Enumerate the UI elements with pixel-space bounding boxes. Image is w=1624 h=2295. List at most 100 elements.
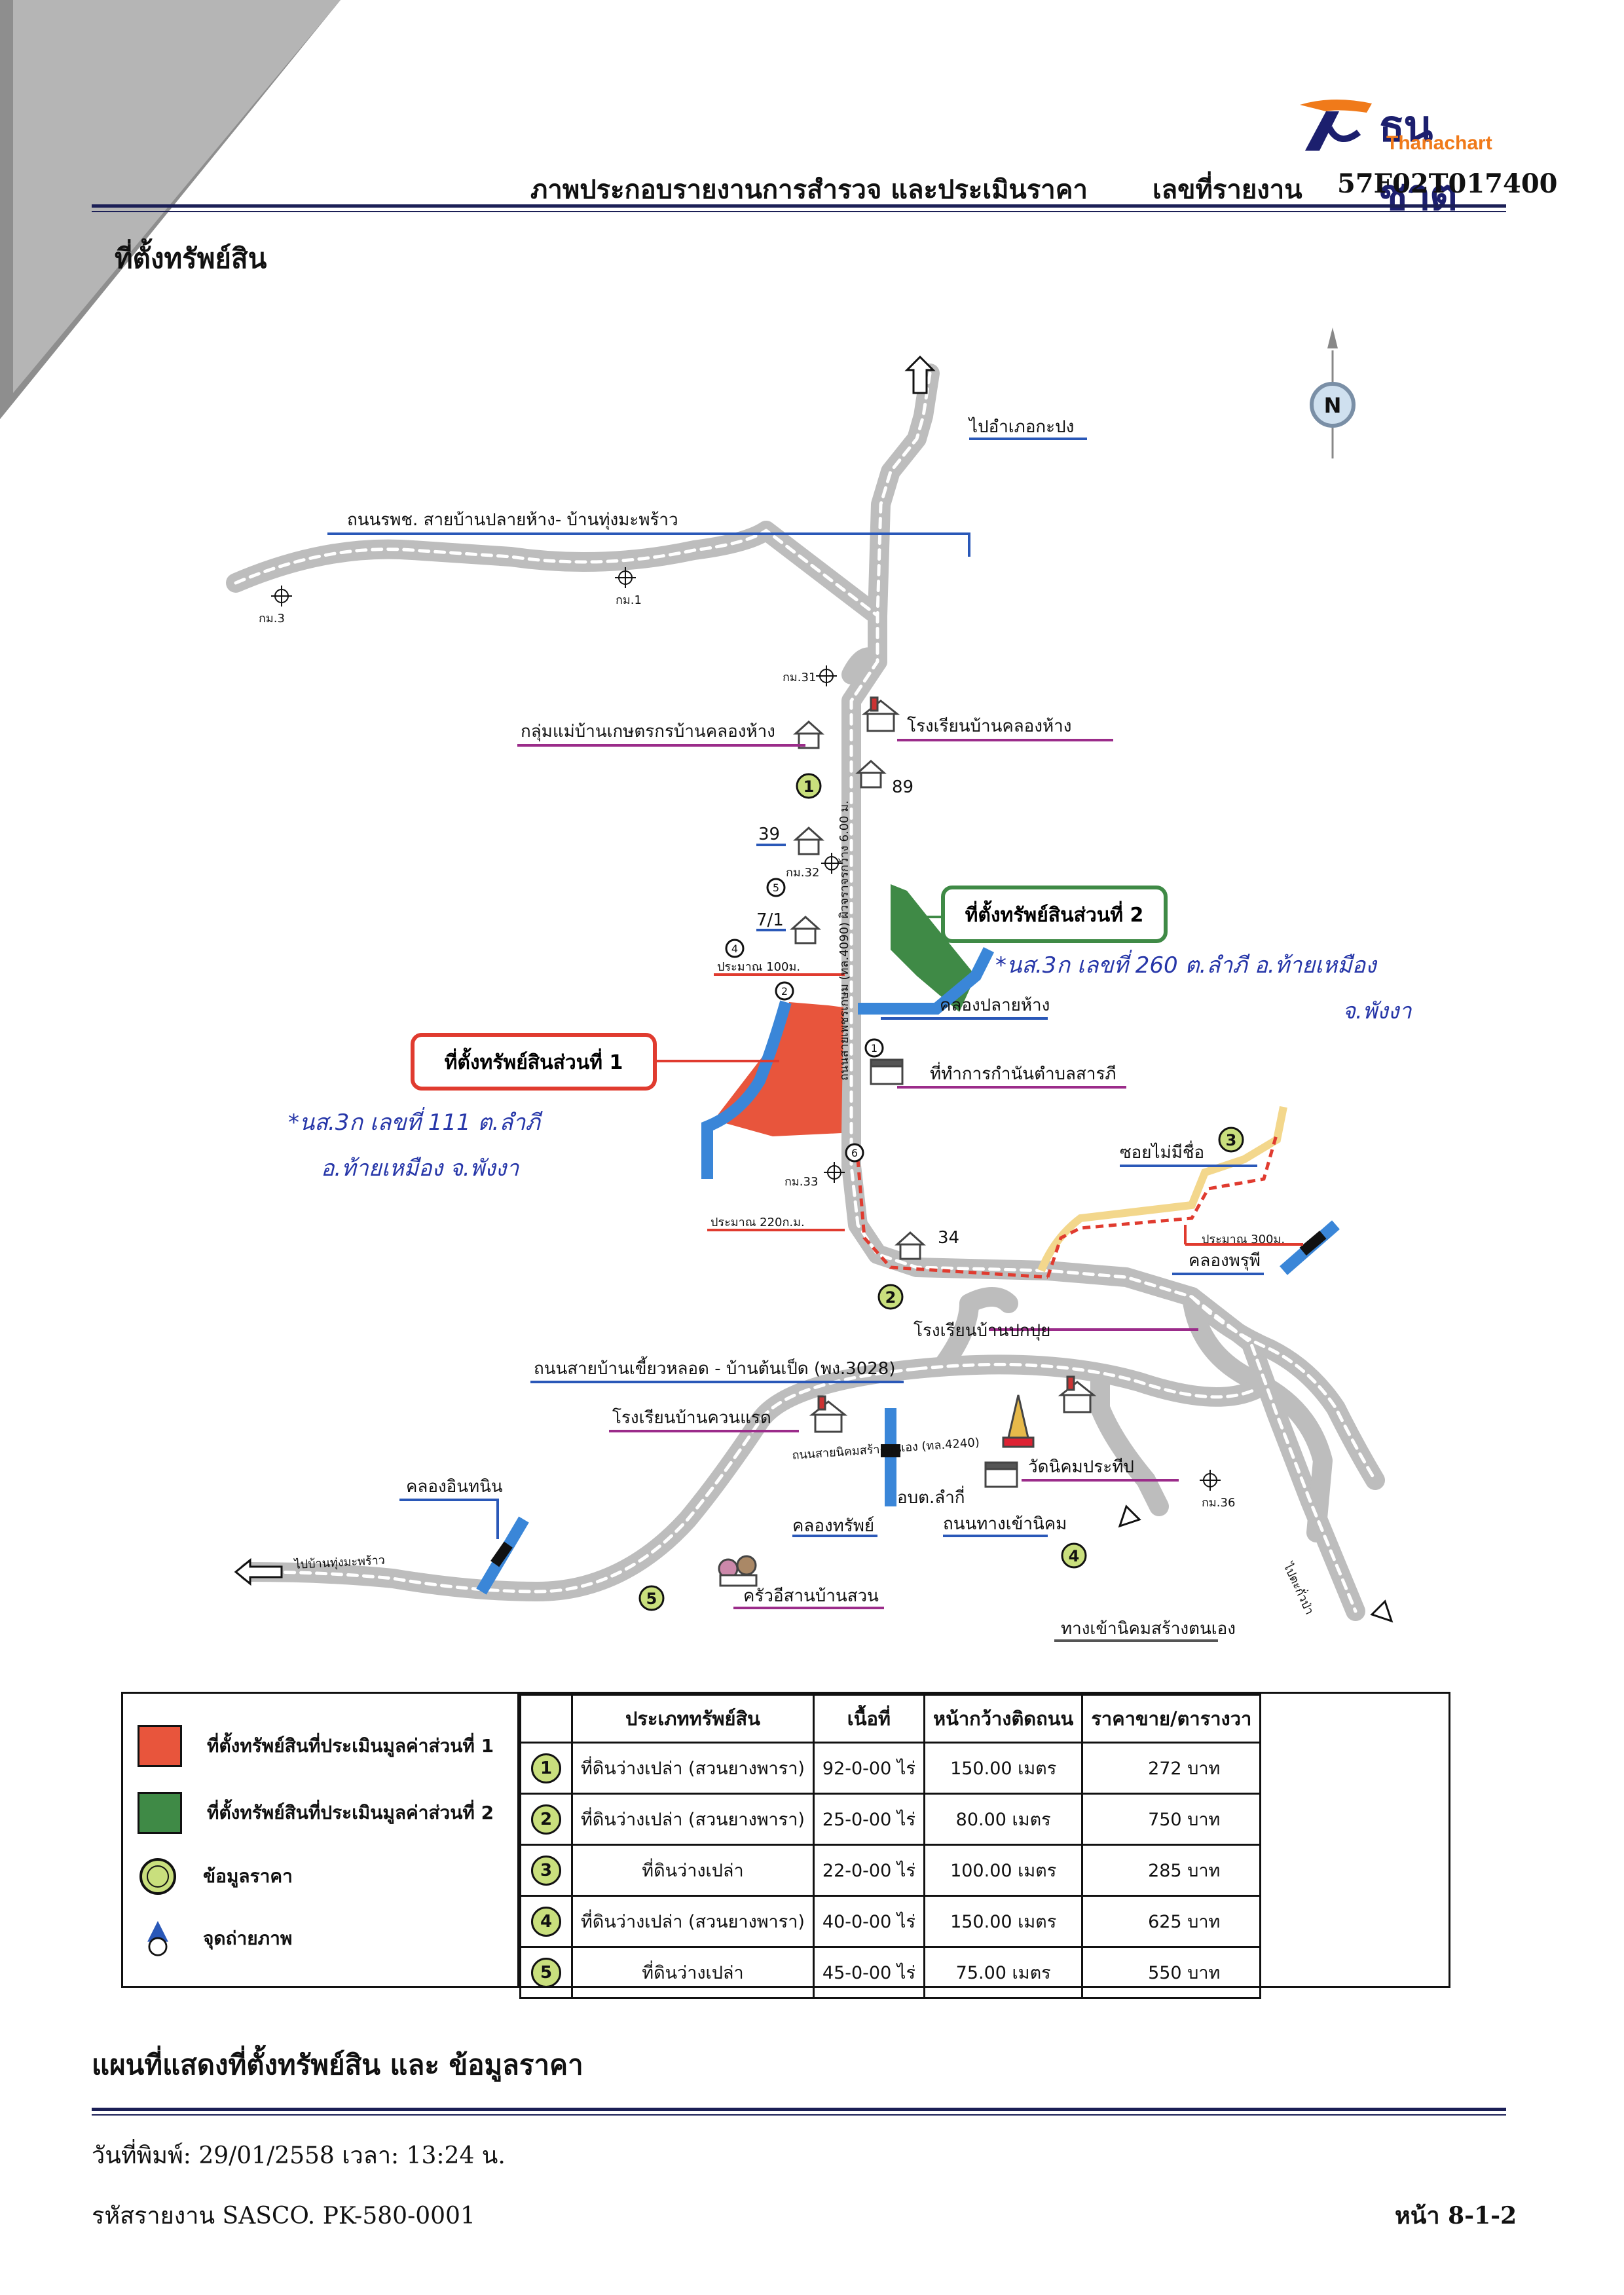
cell-frontage: 80.00 เมตร <box>923 1793 1084 1846</box>
header-rule-thin <box>92 211 1506 212</box>
school-icon <box>861 696 900 732</box>
label-school-khuanraet: โรงเรียนบ้านควนแรด <box>612 1408 771 1428</box>
camera-point-icon <box>147 1920 168 1956</box>
distance-route-300m <box>1046 1132 1279 1278</box>
direction-arrows <box>234 355 1393 1623</box>
nameless-soi <box>1037 1106 1287 1273</box>
label-house-89: 89 <box>892 777 913 797</box>
office-icon <box>870 1058 904 1085</box>
col-frontage: หน้ากว้างติดถนน <box>923 1694 1084 1744</box>
price-marker-4: 4 <box>1061 1542 1087 1569</box>
label-to-kapong: ไปอำเภอกะปง <box>968 417 1074 437</box>
handwritten-note-parcel2-line2: จ.พังงา <box>1342 998 1412 1024</box>
photo-point-5: 5 <box>766 878 786 897</box>
cell-area: 22-0-00 ไร่ <box>812 1844 925 1897</box>
table-header-row: ประเภททรัพย์สิน เนื้อที่ หน้ากว้างติดถนน… <box>519 1694 1262 1744</box>
cell-frontage: 100.00 เมตร <box>923 1844 1084 1897</box>
print-date: วันที่พิมพ์: 29/01/2558 เวลา: 13:24 น. <box>92 2142 506 2169</box>
handwritten-note-parcel2-line1: *นส.3ก เลขที่ 260 ต.ลำภี อ.ท้ายเหมือง <box>995 950 1378 979</box>
label-housewives-group: กลุ่มแม่บ้านเกษตรกรบ้านคลองห้าง <box>521 722 775 741</box>
report-code: รหัสรายงาน SASCO. PK-580-0001 <box>92 2203 475 2230</box>
footer-rule <box>92 2108 1506 2111</box>
parcel2-swatch <box>138 1792 182 1834</box>
parcel-1-stream <box>701 1000 792 1179</box>
cell-price: 625 บาท <box>1081 1895 1262 1948</box>
svg-text:1: 1 <box>803 777 815 796</box>
house-icon <box>793 826 824 855</box>
brand-name-th: ธนชาต <box>1378 101 1458 220</box>
table-row: 3 ที่ดินว่างเปล่า 22-0-00 ไร่ 100.00 เมต… <box>519 1844 1262 1897</box>
handwritten-note-parcel1-line2: อ.ท้ายเหมือง จ.พังงา <box>321 1155 519 1182</box>
legend-label-parcel2: ที่ตั้งทรัพย์สินที่ประเมินมูลค่าส่วนที่ … <box>207 1802 494 1823</box>
row-number-badge: 2 <box>531 1804 561 1835</box>
cell-type: ที่ดินว่างเปล่า <box>571 1946 815 1999</box>
label-canal-phuphi: คลองพรุพี <box>1189 1251 1261 1271</box>
report-number-label: เลขที่รายงาน <box>1153 174 1302 205</box>
price-marker-icon <box>139 1858 176 1895</box>
cell-type: ที่ดินว่างเปล่า <box>571 1844 815 1897</box>
legend-label-parcel1: ที่ตั้งทรัพย์สินที่ประเมินมูลค่าส่วนที่ … <box>207 1735 494 1757</box>
label-nikhom-entrance: ทางเข้านิคมสร้างตนเอง <box>1061 1619 1236 1639</box>
price-markers: 1 2 3 4 5 <box>638 773 1244 1611</box>
thanachart-logo: ธนชาต Thanachart <box>1293 92 1509 220</box>
cell-type: ที่ดินว่างเปล่า (สวนยางพารา) <box>571 1742 815 1795</box>
label-obt-lamki: อบต.ลำกี่ <box>897 1485 965 1508</box>
svg-text:5: 5 <box>646 1590 657 1608</box>
thanachart-logo-icon <box>1300 99 1372 151</box>
label-road-nikhom: ถนนทางเข้านิคม <box>943 1514 1067 1534</box>
parcel-2-label: ที่ตั้งทรัพย์สินส่วนที่ 2 <box>965 900 1144 927</box>
restaurant-icon <box>718 1555 758 1587</box>
parcel-1-callout: ที่ตั้งทรัพย์สินส่วนที่ 1 <box>411 1033 657 1091</box>
label-canal-inthanin: คลองอินทนิน <box>406 1477 503 1497</box>
legend-item-parcel1: ที่ตั้งทรัพย์สินที่ประเมินมูลค่าส่วนที่ … <box>138 1725 494 1767</box>
label-approx-100m: ประมาณ 100ม. <box>717 960 800 974</box>
label-school-klonghang: โรงเรียนบ้านคลองห้าง <box>907 716 1071 736</box>
parcel-2-callout: ที่ตั้งทรัพย์สินส่วนที่ 2 <box>941 886 1168 943</box>
legend-label-price-data: ข้อมูลราคา <box>203 1865 293 1887</box>
legend-item-photo-point: จุดถ่ายภาพ <box>138 1920 292 1958</box>
price-marker-2: 2 <box>877 1284 904 1310</box>
table-row: 4 ที่ดินว่างเปล่า (สวนยางพารา) 40-0-00 ไ… <box>519 1895 1262 1948</box>
label-road-top: ถนนรพช. สายบ้านปลายห้าง- บ้านทุ่งมะพร้าว <box>347 510 678 530</box>
cell-frontage: 150.00 เมตร <box>923 1895 1084 1948</box>
price-marker-5: 5 <box>638 1585 665 1611</box>
row-number-badge: 4 <box>531 1906 561 1937</box>
report-number: 57F02T017400 <box>1337 168 1558 199</box>
footer-rule-thin <box>92 2114 1506 2116</box>
legend-item-price-data: ข้อมูลราคา <box>138 1857 293 1895</box>
label-approx-220m: ประมาณ 220ก.ม. <box>710 1216 805 1229</box>
row-number-badge: 3 <box>531 1855 561 1886</box>
label-kamnan-office: ที่ทำการกำนันตำบลสารภี <box>930 1062 1116 1084</box>
label-house-39: 39 <box>758 825 780 844</box>
svg-text:3: 3 <box>1226 1131 1237 1149</box>
distance-route-220m <box>856 1159 1048 1279</box>
row-number-badge: 1 <box>531 1753 561 1783</box>
label-house-34: 34 <box>938 1228 959 1248</box>
bridge-markers <box>476 1220 1340 1595</box>
legend-label-photo-point: จุดถ่ายภาพ <box>203 1928 293 1949</box>
km-markers <box>271 567 1221 1491</box>
cell-price: 285 บาท <box>1081 1844 1262 1897</box>
col-type: ประเภททรัพย์สิน <box>571 1694 815 1744</box>
svg-text:5: 5 <box>773 882 779 894</box>
km33-label: กม.33 <box>784 1175 818 1189</box>
km32-label: กม.32 <box>786 866 819 880</box>
price-marker-3: 3 <box>1218 1127 1244 1153</box>
page-number: หน้า 8-1-2 <box>1395 2202 1517 2230</box>
label-canal-plaihang: คลองปลายห้าง <box>940 996 1050 1015</box>
col-price: ราคาขาย/ตารางวา <box>1081 1694 1262 1744</box>
cell-frontage: 75.00 เมตร <box>923 1946 1084 1999</box>
photo-points: 1 2 4 5 6 <box>725 878 884 1163</box>
label-canal-sap: คลองทรัพย์ <box>792 1516 874 1536</box>
parcel1-swatch <box>138 1725 182 1767</box>
svg-text:2: 2 <box>781 985 788 998</box>
label-road-3028: ถนนสายบ้านเขี้ยวหลอด - บ้านต้นเป็ด (พง.3… <box>534 1356 895 1379</box>
label-to-takuapa: ไปตะกั่วป่า <box>1280 1559 1318 1616</box>
svg-text:1: 1 <box>871 1042 877 1054</box>
km36-label: กม.36 <box>1202 1496 1235 1510</box>
table-row: 2 ที่ดินว่างเปล่า (สวนยางพารา) 25-0-00 ไ… <box>519 1793 1262 1846</box>
handwritten-note-parcel1-line1: *นส.3ก เลขที่ 111 ต.ลำภี <box>288 1107 544 1136</box>
cell-frontage: 150.00 เมตร <box>923 1742 1084 1795</box>
svg-text:6: 6 <box>851 1147 858 1159</box>
north-arrow-icon: N <box>1310 327 1356 458</box>
